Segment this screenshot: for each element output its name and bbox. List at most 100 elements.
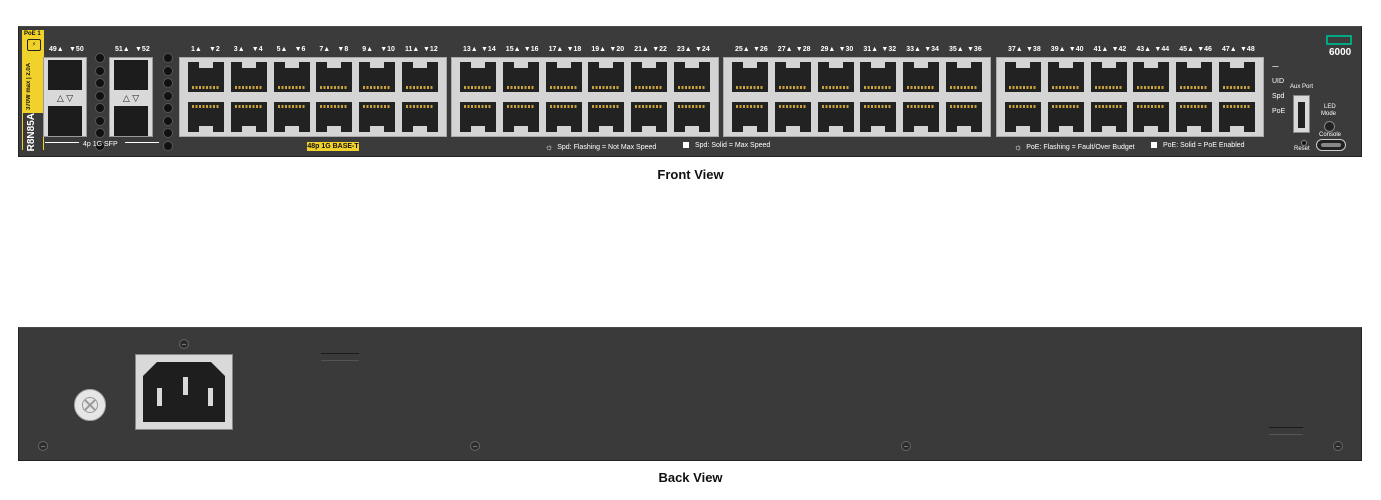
rj45-port[interactable] <box>1005 102 1041 132</box>
front-view-caption: Front View <box>657 167 724 182</box>
port-led <box>163 53 173 63</box>
poe-badge: PoE 1 <box>24 31 41 37</box>
sfp-port[interactable] <box>48 60 82 90</box>
port-number-label: 43▲ <box>1136 46 1152 53</box>
port-number-label: 31▲ <box>863 46 879 53</box>
aux-usb-port[interactable] <box>1293 95 1310 133</box>
rj45-port[interactable] <box>502 62 539 92</box>
rj45-port[interactable] <box>732 102 768 132</box>
legend-spd-solid: Spd: Solid = Max Speed <box>683 142 770 149</box>
poe-label: PoE 1 ⚡ 370W max | 2.0A R8N85A <box>22 30 44 153</box>
rj45-port[interactable] <box>545 102 582 132</box>
rj45-port[interactable] <box>1090 102 1127 132</box>
rj45-port[interactable] <box>774 102 811 132</box>
rj45-port[interactable] <box>732 62 768 92</box>
screw-icon <box>901 441 911 451</box>
rj45-port[interactable] <box>460 102 496 132</box>
rj45-port[interactable] <box>502 102 539 132</box>
port-number-label: ▼44 <box>1154 46 1170 53</box>
rj45-port[interactable] <box>402 102 438 132</box>
rj45-port[interactable] <box>1047 102 1084 132</box>
rj45-port[interactable] <box>674 102 710 132</box>
port-number-label: ▼40 <box>1068 46 1084 53</box>
rj45-port[interactable] <box>316 62 353 92</box>
rj45-port[interactable] <box>631 62 668 92</box>
rj45-port[interactable] <box>460 62 496 92</box>
flashing-led-icon: ☼ <box>1014 142 1023 152</box>
rj45-port[interactable] <box>545 62 582 92</box>
rj45-port[interactable] <box>860 62 897 92</box>
rj45-port[interactable] <box>188 102 224 132</box>
rj45-port[interactable] <box>903 102 940 132</box>
rj45-port[interactable] <box>273 62 310 92</box>
screw-icon <box>179 339 189 349</box>
rj45-port[interactable] <box>674 62 710 92</box>
rj45-port[interactable] <box>860 102 897 132</box>
port-number-label: 25▲ <box>735 46 750 53</box>
rj45-port[interactable] <box>1090 62 1127 92</box>
port-led <box>163 65 173 76</box>
port-number-label: ▼18 <box>566 46 582 53</box>
legend-poe-flash: ☼PoE: Flashing = Fault/Over Budget <box>1014 142 1135 152</box>
port-number-label: 37▲ <box>1008 46 1023 53</box>
sfp-arrow-icon: △ ▽ <box>122 93 140 103</box>
port-led <box>95 78 105 88</box>
vent-slot <box>321 353 359 361</box>
rj45-port[interactable] <box>588 102 625 132</box>
rj45-port[interactable] <box>1005 62 1041 92</box>
ground-lug-icon <box>74 389 106 421</box>
reset-button[interactable] <box>1301 140 1307 146</box>
sfp-cage: △ ▽ <box>43 57 87 137</box>
sfp-group-label: 4p 1G SFP <box>83 141 118 148</box>
rj45-port[interactable] <box>402 62 438 92</box>
model-number: R8N85A <box>26 113 37 152</box>
rj45-port[interactable] <box>230 62 267 92</box>
port-number-label: ▼6 <box>294 46 306 53</box>
rj45-port[interactable] <box>273 102 310 132</box>
rj45-port[interactable] <box>1133 62 1170 92</box>
status-led-uid: UID <box>1272 78 1285 85</box>
port-number-label: 39▲ <box>1050 46 1066 53</box>
console-usb-c-port[interactable] <box>1316 139 1346 151</box>
rj45-port[interactable] <box>316 102 353 132</box>
flashing-led-icon: ☼ <box>545 142 554 152</box>
sfp-bracket <box>125 138 159 143</box>
rj45-port[interactable] <box>1176 62 1213 92</box>
rj45-port[interactable] <box>903 62 940 92</box>
solid-led-icon <box>683 142 689 149</box>
sfp-port[interactable] <box>48 106 82 136</box>
port-number-label: ▼30 <box>838 46 854 53</box>
port-number-label: 21▲ <box>634 46 649 53</box>
rj45-port[interactable] <box>588 62 625 92</box>
poe-warning-icon: ⚡ <box>27 39 41 51</box>
rj45-port[interactable] <box>946 102 982 132</box>
iec-power-inlet-icon[interactable] <box>135 354 233 430</box>
port-number-label: 5▲ <box>276 46 288 53</box>
rj45-port[interactable] <box>817 102 854 132</box>
rj45-port[interactable] <box>1219 62 1255 92</box>
rj45-port[interactable] <box>359 102 396 132</box>
rj45-port[interactable] <box>1133 102 1170 132</box>
rj45-port[interactable] <box>230 102 267 132</box>
port-number-label: ▼14 <box>481 46 496 53</box>
sfp-port-number: 49▲ <box>49 46 64 53</box>
led-mode-label-1: LED <box>1324 104 1336 110</box>
sfp-port[interactable] <box>114 106 148 136</box>
rj45-port[interactable] <box>774 62 811 92</box>
rj45-port[interactable] <box>817 62 854 92</box>
sfp-port[interactable] <box>114 60 148 90</box>
led-mode-button[interactable] <box>1324 121 1335 132</box>
rj45-port[interactable] <box>946 62 982 92</box>
front-panel: PoE 1 ⚡ 370W max | 2.0A R8N85A 48p 1G BA… <box>18 26 1362 157</box>
port-number-label: ▼26 <box>753 46 768 53</box>
port-number-label: 3▲ <box>233 46 245 53</box>
rj45-port[interactable] <box>1176 102 1213 132</box>
rj45-port[interactable] <box>631 102 668 132</box>
port-led <box>163 78 173 88</box>
rj45-port[interactable] <box>188 62 224 92</box>
port-number-label: ▼34 <box>924 46 939 53</box>
port-number-label: ▼46 <box>1197 46 1212 53</box>
rj45-port[interactable] <box>359 62 396 92</box>
rj45-port[interactable] <box>1047 62 1084 92</box>
rj45-port[interactable] <box>1219 102 1255 132</box>
